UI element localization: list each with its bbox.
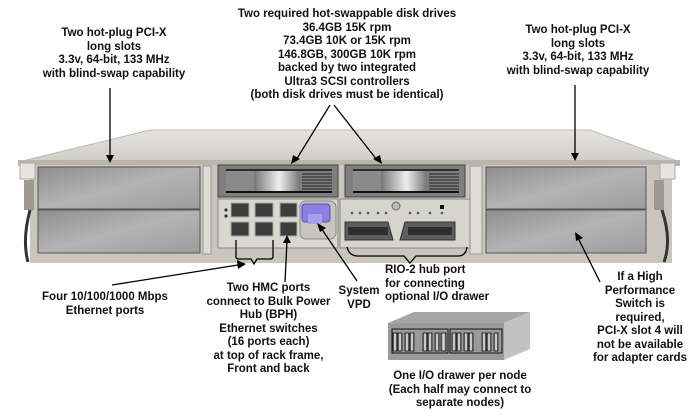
chassis-top: [17, 129, 681, 166]
ethernet-port-2: [254, 202, 274, 218]
pci-slots-right: [469, 165, 647, 255]
label-io-drawer: One I/O drawer per node (Each half may c…: [388, 370, 532, 409]
label-rio-hub: RIO-2 hub port for connecting optional I…: [385, 264, 490, 303]
label-high-performance-switch: If a High Performance Switch is required…: [593, 271, 687, 364]
hmc-ports: [279, 202, 298, 237]
label-disk-drives: Two required hot-swappable disk drives 3…: [237, 8, 457, 101]
pci-slot-2: [37, 209, 201, 254]
ethernet-port-1: [230, 221, 250, 237]
label-ethernet-ports: Four 10/100/1000 Mbps Ethernet ports: [42, 291, 168, 317]
ethernet-port-3: [254, 221, 274, 237]
right-handle: [654, 162, 676, 263]
label-pci-right: Two hot-plug PCI-X long slots 3.3v, 64-b…: [506, 24, 650, 77]
disk-drive-1: [217, 164, 339, 198]
ethernet-ports: [224, 202, 274, 237]
system-vpd-module: [299, 200, 337, 240]
left-handle: [19, 162, 36, 263]
pci-slot-4: [485, 209, 647, 254]
io-drawer: [388, 312, 530, 360]
pci-slot-1: [37, 166, 201, 210]
label-pci-left: Two hot-plug PCI-X long slots 3.3v, 64-b…: [42, 27, 186, 80]
disk-drive-2: [344, 164, 466, 198]
pci-slots-left: [37, 165, 212, 255]
label-system-vpd: System VPD: [338, 285, 380, 311]
hmc-port-2: [279, 221, 298, 237]
pci-slot-3: [485, 166, 647, 210]
rio-hub-panel: [339, 198, 471, 249]
callout-arrows: [106, 85, 601, 286]
label-hmc-ports: Two HMC ports connect to Bulk Power Hub …: [206, 282, 331, 375]
ethernet-port-0: [230, 202, 250, 218]
hmc-port-1: [279, 202, 298, 218]
